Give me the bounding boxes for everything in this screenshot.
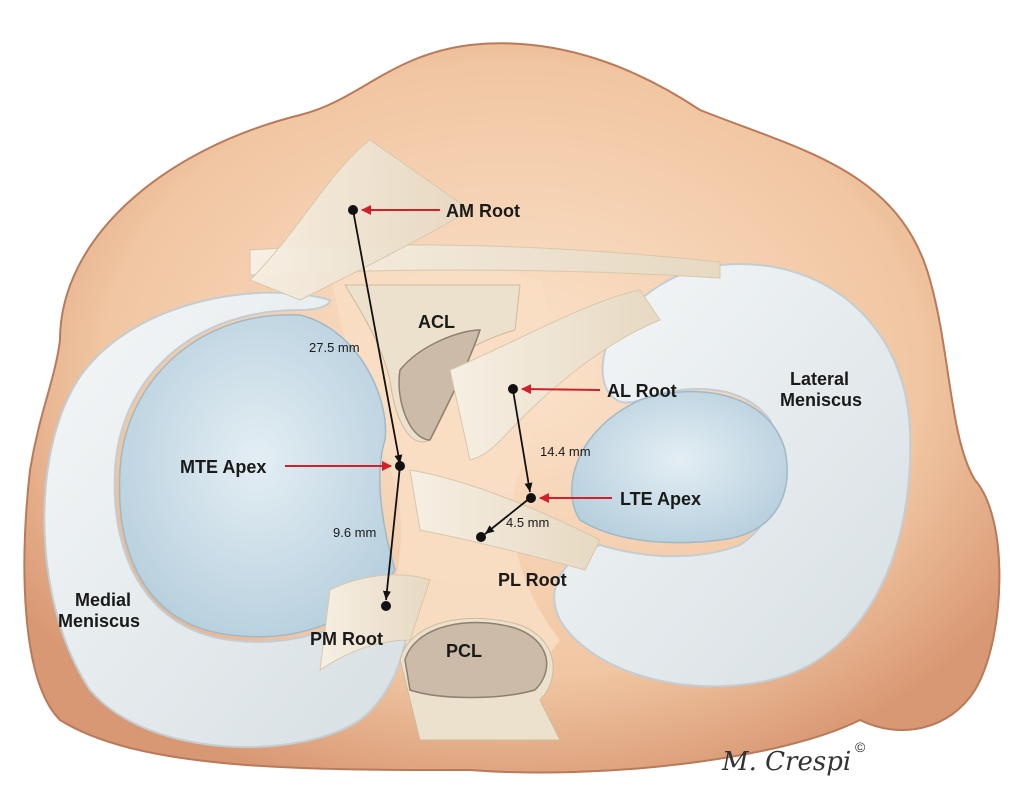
- am-root-ligament: [249, 139, 471, 301]
- lateral-meniscus: [553, 263, 912, 688]
- line-mte-to-pm: [382, 465, 401, 601]
- line-al-to-lte: [512, 389, 533, 493]
- lateral-cartilage: [571, 390, 788, 544]
- copyright-mark: ©: [855, 739, 866, 755]
- al-root-dot: [508, 384, 518, 394]
- line-am-to-mte: [352, 209, 403, 465]
- label-pm-root: PM Root: [310, 629, 383, 649]
- pm-root-dot: [381, 601, 391, 611]
- label-mte-apex: MTE Apex: [180, 457, 266, 477]
- al-root-arrow: [521, 384, 601, 395]
- lte-apex-dot: [526, 493, 536, 503]
- label-pl-root: PL Root: [498, 570, 567, 590]
- label-medial-meniscus-2: Meniscus: [58, 611, 140, 631]
- label-lte-apex: LTE Apex: [620, 489, 701, 509]
- label-acl: ACL: [418, 312, 455, 332]
- artist-signature: M. Crespi: [721, 747, 851, 777]
- measure-am-to-mte: 27.5 mm: [309, 340, 360, 355]
- measure-al-to-lte: 14.4 mm: [540, 444, 591, 459]
- label-medial-meniscus-1: Medial: [75, 590, 131, 610]
- measure-mte-to-pm: 9.6 mm: [333, 525, 376, 540]
- label-pcl: PCL: [446, 641, 482, 661]
- pm-root-ligament: [319, 574, 431, 672]
- mte-apex-dot: [395, 461, 405, 471]
- line-lte-to-pl: [484, 497, 531, 535]
- am-root-dot: [348, 205, 358, 215]
- label-al-root: AL Root: [607, 381, 677, 401]
- measure-lte-to-pl: 4.5 mm: [506, 515, 549, 530]
- medial-cartilage: [118, 314, 396, 638]
- label-lateral-meniscus-1: Lateral: [790, 369, 849, 389]
- label-lateral-meniscus-2: Meniscus: [780, 390, 862, 410]
- al-root-ligament: [449, 289, 661, 461]
- pl-root-dot: [476, 532, 486, 542]
- pl-root-ligament: [409, 469, 601, 571]
- label-am-root: AM Root: [446, 201, 520, 221]
- pcl-cut-surface: [404, 621, 548, 699]
